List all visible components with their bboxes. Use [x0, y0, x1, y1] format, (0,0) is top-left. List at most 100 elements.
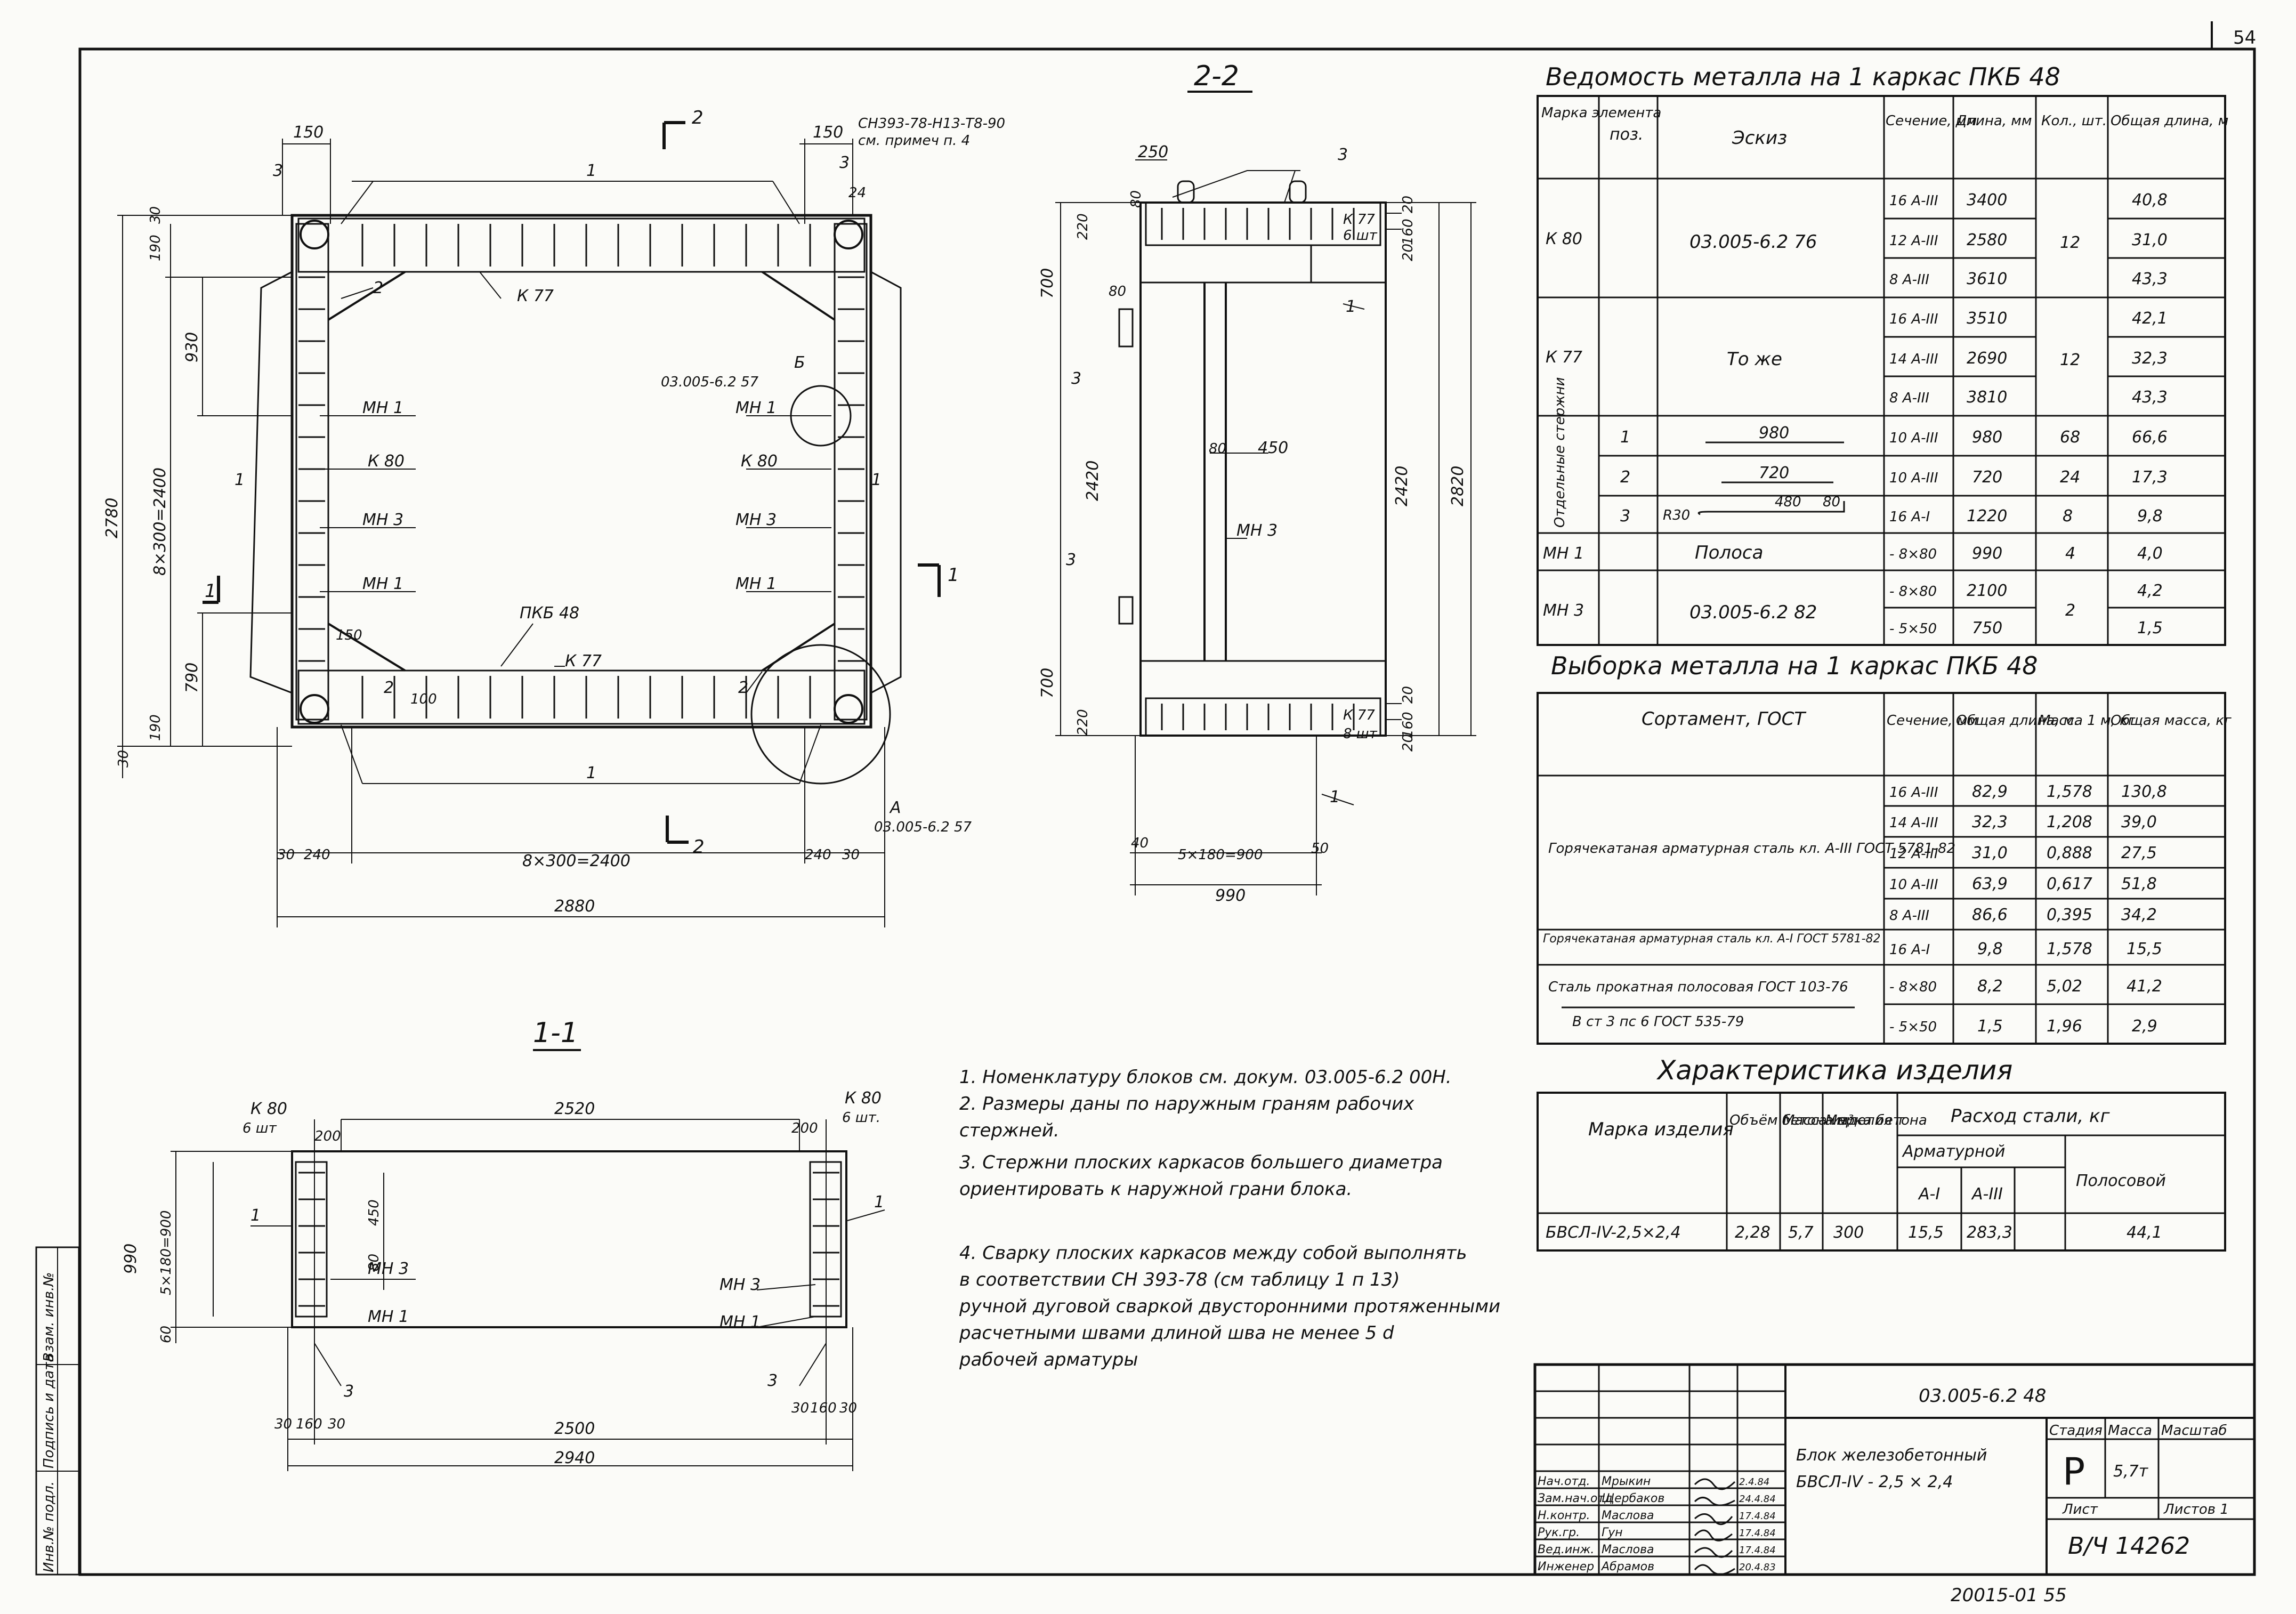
- stamp-people: Нач.отд. Мрыкин 2.4.84 Зам.нач.отд Щерба…: [1538, 1475, 1776, 1573]
- stamp-org: В/Ч 14262: [2068, 1532, 2190, 1560]
- side-stamp-inv: Инв.№ подл.: [41, 1481, 57, 1572]
- dim-24: 24: [848, 185, 866, 201]
- plan-mark-bottom: 2: [693, 836, 705, 858]
- sv-n3: 3: [1338, 146, 1348, 164]
- note-3b: ориентировать к наружной грани блока.: [959, 1179, 1352, 1200]
- sec11-mn1-left: МН 1: [368, 1308, 409, 1326]
- dim-30: 30: [148, 206, 164, 224]
- side-stamp-sign: Подпись и дата: [41, 1354, 57, 1468]
- ved-k80-r1-sec: 16 А-III: [1889, 193, 1938, 209]
- vyb-group3b: В ст 3 пс 6 ГОСТ 535-79: [1572, 1014, 1744, 1030]
- side-stamp: Инв.№ подл. Подпись и дата Взам. инв.№: [35, 1246, 80, 1576]
- sec11-n3-left: 3: [344, 1382, 354, 1401]
- har-v-aiii: 283,3: [1967, 1223, 2012, 1242]
- sec11-dim-200l: 200: [314, 1128, 341, 1144]
- stamp-h-scale: Масштаб: [2161, 1423, 2227, 1439]
- har-title: Характеристика изделия: [1656, 1055, 2012, 1086]
- sv-dim-5x180: 5×180=900: [1178, 847, 1263, 863]
- ved-k80-r3-len: 3610: [1967, 270, 2007, 288]
- sv-dim-80c: 80: [1209, 441, 1226, 457]
- ved-s1-sec: 10 А-III: [1889, 430, 1938, 446]
- vyb-r3-len: 31,0: [1972, 844, 2008, 862]
- vyb-group2: Горячекатаная арматурная сталь кл. А-I Г…: [1543, 932, 1881, 946]
- stamp-p4-date: 17.4.84: [1739, 1528, 1776, 1539]
- stamp-p1-date: 2.4.84: [1739, 1476, 1769, 1488]
- ved-k77-r1-len: 3510: [1967, 309, 2007, 328]
- plan-n1-top: 1: [586, 162, 596, 180]
- sec11-n1-left: 1: [250, 1206, 261, 1225]
- ved-h-qty: Кол., шт.: [2041, 113, 2107, 129]
- vyb-r1-m1: 1,578: [2047, 782, 2092, 801]
- dim-930: 930: [183, 332, 201, 362]
- vyb-r2-len: 32,3: [1972, 813, 2008, 832]
- sec11-dim-2940: 2940: [554, 1449, 595, 1467]
- har-v-polos: 44,1: [2127, 1223, 2162, 1242]
- plan-mark-right: 1: [948, 564, 959, 586]
- plan-k77-bottom: К 77: [565, 652, 602, 671]
- sv-dim-220b: 220: [1075, 709, 1091, 736]
- sec11-dim-30rb: 30: [839, 1400, 857, 1416]
- stamp-code: 03.005-6.2 48: [1919, 1385, 2046, 1407]
- section-1-1-text: 1-1 К 80 6 шт К 80 6 шт. 200 2520 200 99…: [122, 1017, 884, 1467]
- ved-s3-qty: 8: [2063, 507, 2073, 526]
- vyb-r5-mass: 34,2: [2121, 906, 2157, 924]
- side-view: [1055, 159, 1476, 895]
- sec11-k80-right: К 80: [845, 1089, 882, 1108]
- sheet-number: 54: [2233, 27, 2256, 49]
- plan-k77-top: К 77: [517, 287, 554, 305]
- plan-mn3-right: МН 3: [735, 511, 777, 529]
- notes: 1. Номенклатуру блоков см. докум. 03.005…: [959, 1067, 1500, 1370]
- plan-n1-bottom: 1: [586, 764, 596, 782]
- vyb-g3-r2-sec: - 5×50: [1889, 1019, 1937, 1035]
- note-2b: стержней.: [959, 1120, 1060, 1141]
- ved-mn3-qty: 2: [2065, 601, 2075, 620]
- ved-h-total: Общая длина, м: [2111, 113, 2228, 129]
- plan-mark-left: 1: [205, 580, 216, 602]
- ved-k77-r3-sec: 8 А-III: [1889, 390, 1929, 406]
- ved-mn3-r1-total: 4,2: [2137, 582, 2163, 600]
- vyb-g3-r1-m1: 5,02: [2047, 977, 2082, 996]
- vyb-g3-r2-m1: 1,96: [2047, 1017, 2082, 1036]
- sheet-frame: [78, 47, 2256, 1576]
- plan-text: 2 2 1 1 150 150 30 190 930 2780 8×300=24…: [103, 107, 1005, 916]
- stamp-p6-name: Абрамов: [1600, 1560, 1654, 1573]
- sec11-dim-990: 990: [122, 1244, 140, 1274]
- ved-h-sec: Сечение, мм: [1886, 113, 1977, 129]
- stamp-h-mass: Масса: [2108, 1423, 2152, 1439]
- stamp-p2-date: 24.4.84: [1739, 1494, 1776, 1505]
- vyb-h-sort: Сортамент, ГОСТ: [1642, 708, 1806, 730]
- plan-n1-right: 1: [871, 471, 882, 489]
- plan-mn1-right: МН 1: [735, 399, 777, 417]
- sec11-dim-30r: 30: [791, 1400, 809, 1416]
- ved-h-pos: поз.: [1610, 125, 1643, 144]
- note-4d: расчетными швами длиной шва не менее 5 d: [959, 1322, 1394, 1344]
- vyb-g2-m1: 1,578: [2047, 940, 2092, 958]
- ved-k80-r3-total: 43,3: [2132, 270, 2168, 288]
- ved-mn1-sketch: Полоса: [1695, 542, 1763, 563]
- vyb-r1-sec: 16 А-III: [1889, 785, 1938, 801]
- dim-190b: 190: [148, 714, 164, 741]
- ved-mn3-r1-len: 2100: [1967, 582, 2007, 600]
- ved-s1-qty: 68: [2060, 428, 2080, 447]
- stamp-h-stage: Стадия: [2049, 1423, 2103, 1439]
- ved-h-mark: Марка элемента: [1541, 105, 1661, 121]
- ved-k77-sketch: То же: [1727, 349, 1782, 370]
- sv-dim-990: 990: [1215, 886, 1246, 905]
- ved-k80-r2-total: 31,0: [2132, 231, 2168, 249]
- sec11-dim-60: 60: [158, 1326, 174, 1343]
- sec11-dim-30: 30: [274, 1416, 292, 1432]
- har-h-massa: Масса изделия т: [1783, 1112, 1905, 1128]
- sv-dim-250: 250: [1138, 143, 1168, 162]
- vyb-r1-len: 82,9: [1972, 782, 2008, 801]
- ved-mn3-mark: МН 3: [1543, 601, 1584, 620]
- plan-view: 2-2: [117, 60, 1252, 927]
- sv-n3c: 3: [1066, 551, 1076, 569]
- ved-mn3-r2-sec: - 5×50: [1889, 621, 1937, 637]
- sv-dim-20a: 20: [1400, 196, 1416, 213]
- plan-n3-left: 3: [273, 162, 283, 180]
- note-3: 3. Стержни плоских каркасов большего диа…: [959, 1152, 1443, 1173]
- ved-mn3-sketch: 03.005-6.2 82: [1689, 602, 1817, 623]
- sv-dim-2420-left: 2420: [1084, 461, 1102, 501]
- sv-sht-bottom: 8 шт: [1343, 726, 1378, 742]
